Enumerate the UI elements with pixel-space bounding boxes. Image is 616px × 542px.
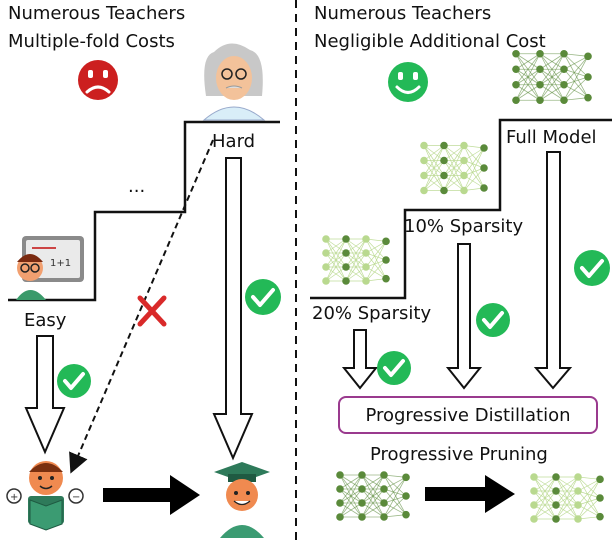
- easy-label: Easy: [24, 310, 67, 331]
- full-model-down-arrow: [533, 151, 573, 390]
- svg-text:−: −: [72, 492, 80, 503]
- easy-down-arrow: [24, 335, 66, 455]
- left-title-line1: Numerous Teachers: [8, 3, 186, 24]
- easy-teacher-icon: 1+1: [16, 236, 84, 300]
- svg-text:1+1: 1+1: [50, 258, 71, 269]
- progressive-distillation-label: Progressive Distillation: [365, 404, 571, 426]
- network-pruned-icon: [530, 473, 604, 523]
- sparsity20-down-arrow: [341, 329, 379, 390]
- network-sparsity20-icon: [322, 235, 390, 285]
- student-icon: + −: [6, 461, 84, 531]
- progressive-distillation-box: Progressive Distillation: [338, 396, 598, 434]
- check-icon: [377, 351, 411, 385]
- network-dense-icon: [336, 471, 410, 521]
- sparsity10-label: 10% Sparsity: [404, 216, 524, 237]
- graduate-icon: [214, 462, 270, 538]
- sparsity10-down-arrow: [445, 243, 483, 390]
- neural-network-icons: [322, 49, 604, 523]
- check-icon: [245, 279, 281, 315]
- ellipsis-label: ...: [128, 176, 146, 197]
- full-model-label: Full Model: [506, 127, 597, 148]
- hard-down-arrow: [212, 157, 254, 461]
- right-title-line2: Negligible Additional Cost: [314, 31, 546, 52]
- network-full-icon: [512, 49, 592, 105]
- cross-icon: [137, 295, 167, 327]
- network-sparsity10-icon: [420, 141, 488, 195]
- left-title-line2: Multiple-fold Costs: [8, 31, 175, 52]
- right-title-line1: Numerous Teachers: [314, 3, 492, 24]
- progressive-pruning-label: Progressive Pruning: [370, 444, 548, 465]
- check-icon: [574, 250, 610, 286]
- student-to-graduate-arrow: [103, 475, 200, 515]
- happy-face-icon: [388, 62, 428, 102]
- svg-text:+: +: [10, 492, 18, 503]
- sad-face-icon: [78, 60, 118, 100]
- right-staircase: [310, 118, 612, 300]
- sparsity20-label: 20% Sparsity: [312, 303, 432, 324]
- pruning-arrow: [425, 475, 515, 513]
- hard-teacher-icon: [202, 43, 266, 121]
- left-staircase: [8, 120, 280, 302]
- check-icon: [57, 364, 91, 398]
- check-icon: [476, 303, 510, 337]
- hard-label: Hard: [212, 131, 256, 152]
